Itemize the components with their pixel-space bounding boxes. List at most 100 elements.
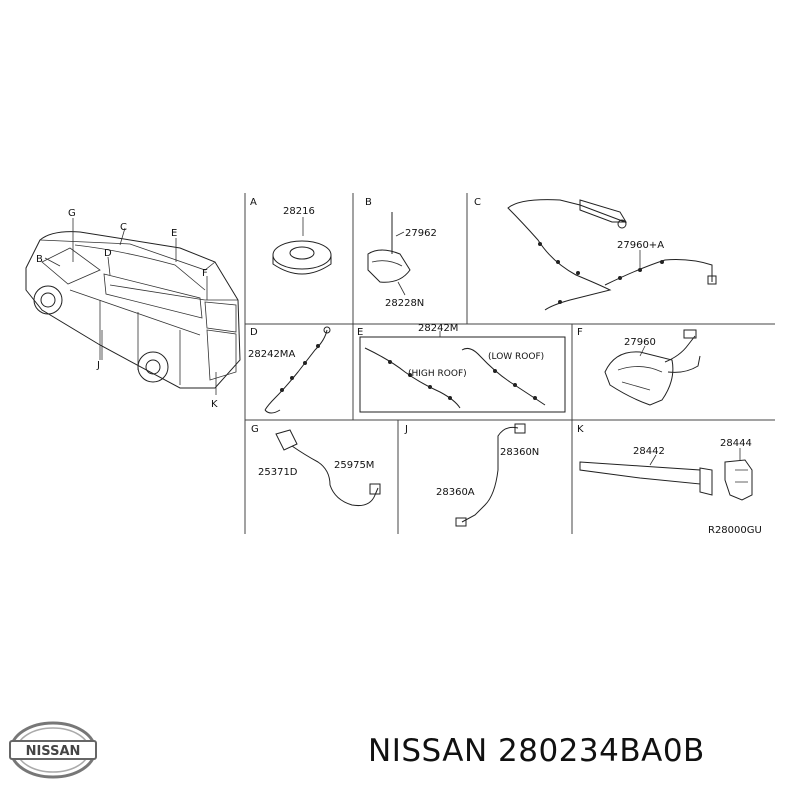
panel-letters: A B C D E F G J K: [250, 197, 584, 435]
k-bracket-detail: [735, 469, 748, 483]
j-plug-top: [514, 423, 526, 434]
g-plug: [369, 483, 381, 495]
front-wheel: [33, 285, 63, 315]
k-harness: [579, 461, 701, 485]
part-label-28360n: 28360N: [500, 447, 539, 458]
panel-g-cable: 25371D 25975M: [258, 429, 381, 506]
k-end-bracket: [724, 459, 753, 501]
van-roof-rear: [109, 284, 238, 301]
harness-c-end: [617, 219, 627, 229]
antenna-base-detail: [371, 260, 403, 267]
diagram-code: R28000GU: [708, 525, 762, 536]
panel-letter-a: A: [250, 197, 257, 208]
part-label-25975m: 25975M: [334, 460, 374, 471]
leader-b-base: [397, 281, 406, 296]
panel-a-grommet: 28216: [272, 206, 332, 275]
part-label-28242ma: 28242MA: [248, 349, 295, 360]
panel-d-harness: 28242MA: [248, 326, 331, 414]
panel-grid: [244, 193, 775, 534]
panel-c-harness: 27960+A: [507, 199, 717, 311]
grommet-outer: [272, 240, 332, 270]
g-cable: [291, 445, 379, 506]
j-cable: [461, 426, 519, 523]
vehicle-callout-c: C: [120, 222, 127, 233]
antenna-f-cable: [664, 335, 696, 363]
part-label-28442: 28442: [633, 446, 665, 457]
panel-b-antenna: 27962 28228N: [367, 212, 437, 309]
grommet-side: [272, 255, 332, 275]
leader-f: [639, 345, 646, 357]
harness-d-end: [264, 409, 281, 414]
vehicle-callout-g: G: [68, 208, 76, 219]
harness-c-connector: [579, 199, 627, 223]
roof-harness: [74, 244, 206, 291]
vehicle-callout-f: F: [202, 268, 208, 279]
van-windshield: [41, 247, 101, 285]
panel-f-antenna: 27960: [604, 329, 701, 406]
rear-wheel: [137, 351, 169, 383]
panel-e-harness: 28242M (HIGH ROOF) (LOW ROOF): [359, 323, 566, 413]
panel-e-frame: [359, 336, 566, 413]
label-low-roof: (LOW ROOF): [488, 352, 544, 362]
van-side-panel: [69, 289, 201, 385]
harness-c-clips: [538, 242, 664, 304]
nissan-logo: NISSAN: [9, 721, 97, 779]
part-label-27960a: 27960+A: [617, 240, 664, 251]
shark-fin-body: [604, 351, 674, 406]
vehicle-callout-k: K: [211, 399, 218, 410]
panel-letter-e: E: [357, 327, 363, 338]
logo-text: NISSAN: [26, 744, 81, 759]
panel-letter-d: D: [250, 327, 258, 338]
vehicle-callout-j: J: [96, 360, 100, 371]
callout-leaders: [44, 218, 217, 395]
harness-e-clips: [388, 360, 537, 400]
part-number-title: NISSAN 280234BA0B: [368, 733, 705, 769]
front-hub: [40, 292, 56, 308]
harness-e-high: [364, 347, 461, 409]
shark-fin-detail: [617, 366, 663, 391]
k-mid-bracket: [699, 467, 713, 496]
panel-letter-k: K: [577, 424, 584, 435]
rear-hub: [145, 359, 161, 375]
panel-letter-f: F: [577, 327, 583, 338]
van-rear-door: [206, 329, 237, 381]
harness-c-plug: [707, 275, 717, 285]
panel-j-cable: 28360N 28360A: [436, 423, 539, 527]
part-label-28216: 28216: [283, 206, 315, 217]
harness-c-branch: [604, 259, 713, 286]
part-label-27962: 27962: [405, 228, 437, 239]
van-rear-window: [204, 301, 237, 333]
leader-b-rod: [395, 231, 405, 237]
harness-d-top: [323, 326, 331, 334]
harness-d-clips: [280, 344, 320, 392]
van-roof: [39, 239, 216, 271]
leader-k-a: [649, 454, 657, 466]
vehicle-callout-b: B: [36, 254, 43, 265]
panel-letter-g: G: [251, 424, 259, 435]
g-module: [275, 429, 298, 451]
vehicle-callout-e: E: [171, 228, 177, 239]
harness-c-main: [507, 199, 626, 311]
part-label-28242m: 28242M: [418, 323, 458, 334]
panel-letter-j: J: [404, 424, 408, 435]
j-plug-bottom: [455, 517, 467, 527]
harness-d-main: [264, 329, 328, 411]
panel-k-bracket: 28442 28444: [579, 438, 753, 501]
part-label-28228n: 28228N: [385, 298, 424, 309]
van-side-window: [103, 273, 203, 319]
vehicle-overview: G C E B D F J K: [25, 208, 241, 410]
antenna-base: [367, 249, 411, 283]
antenna-f-cable2: [667, 355, 701, 373]
van-body-outline: [25, 231, 241, 389]
antenna-f-plug: [683, 329, 697, 339]
part-label-28360a: 28360A: [436, 487, 475, 498]
part-label-28444: 28444: [720, 438, 752, 449]
panel-letter-b: B: [365, 197, 372, 208]
grommet-hole: [289, 246, 315, 260]
vehicle-callout-d: D: [104, 248, 112, 259]
panel-letter-c: C: [474, 197, 481, 208]
part-label-27960: 27960: [624, 337, 656, 348]
label-high-roof: (HIGH ROOF): [408, 369, 467, 379]
part-label-25371d: 25371D: [258, 467, 298, 478]
